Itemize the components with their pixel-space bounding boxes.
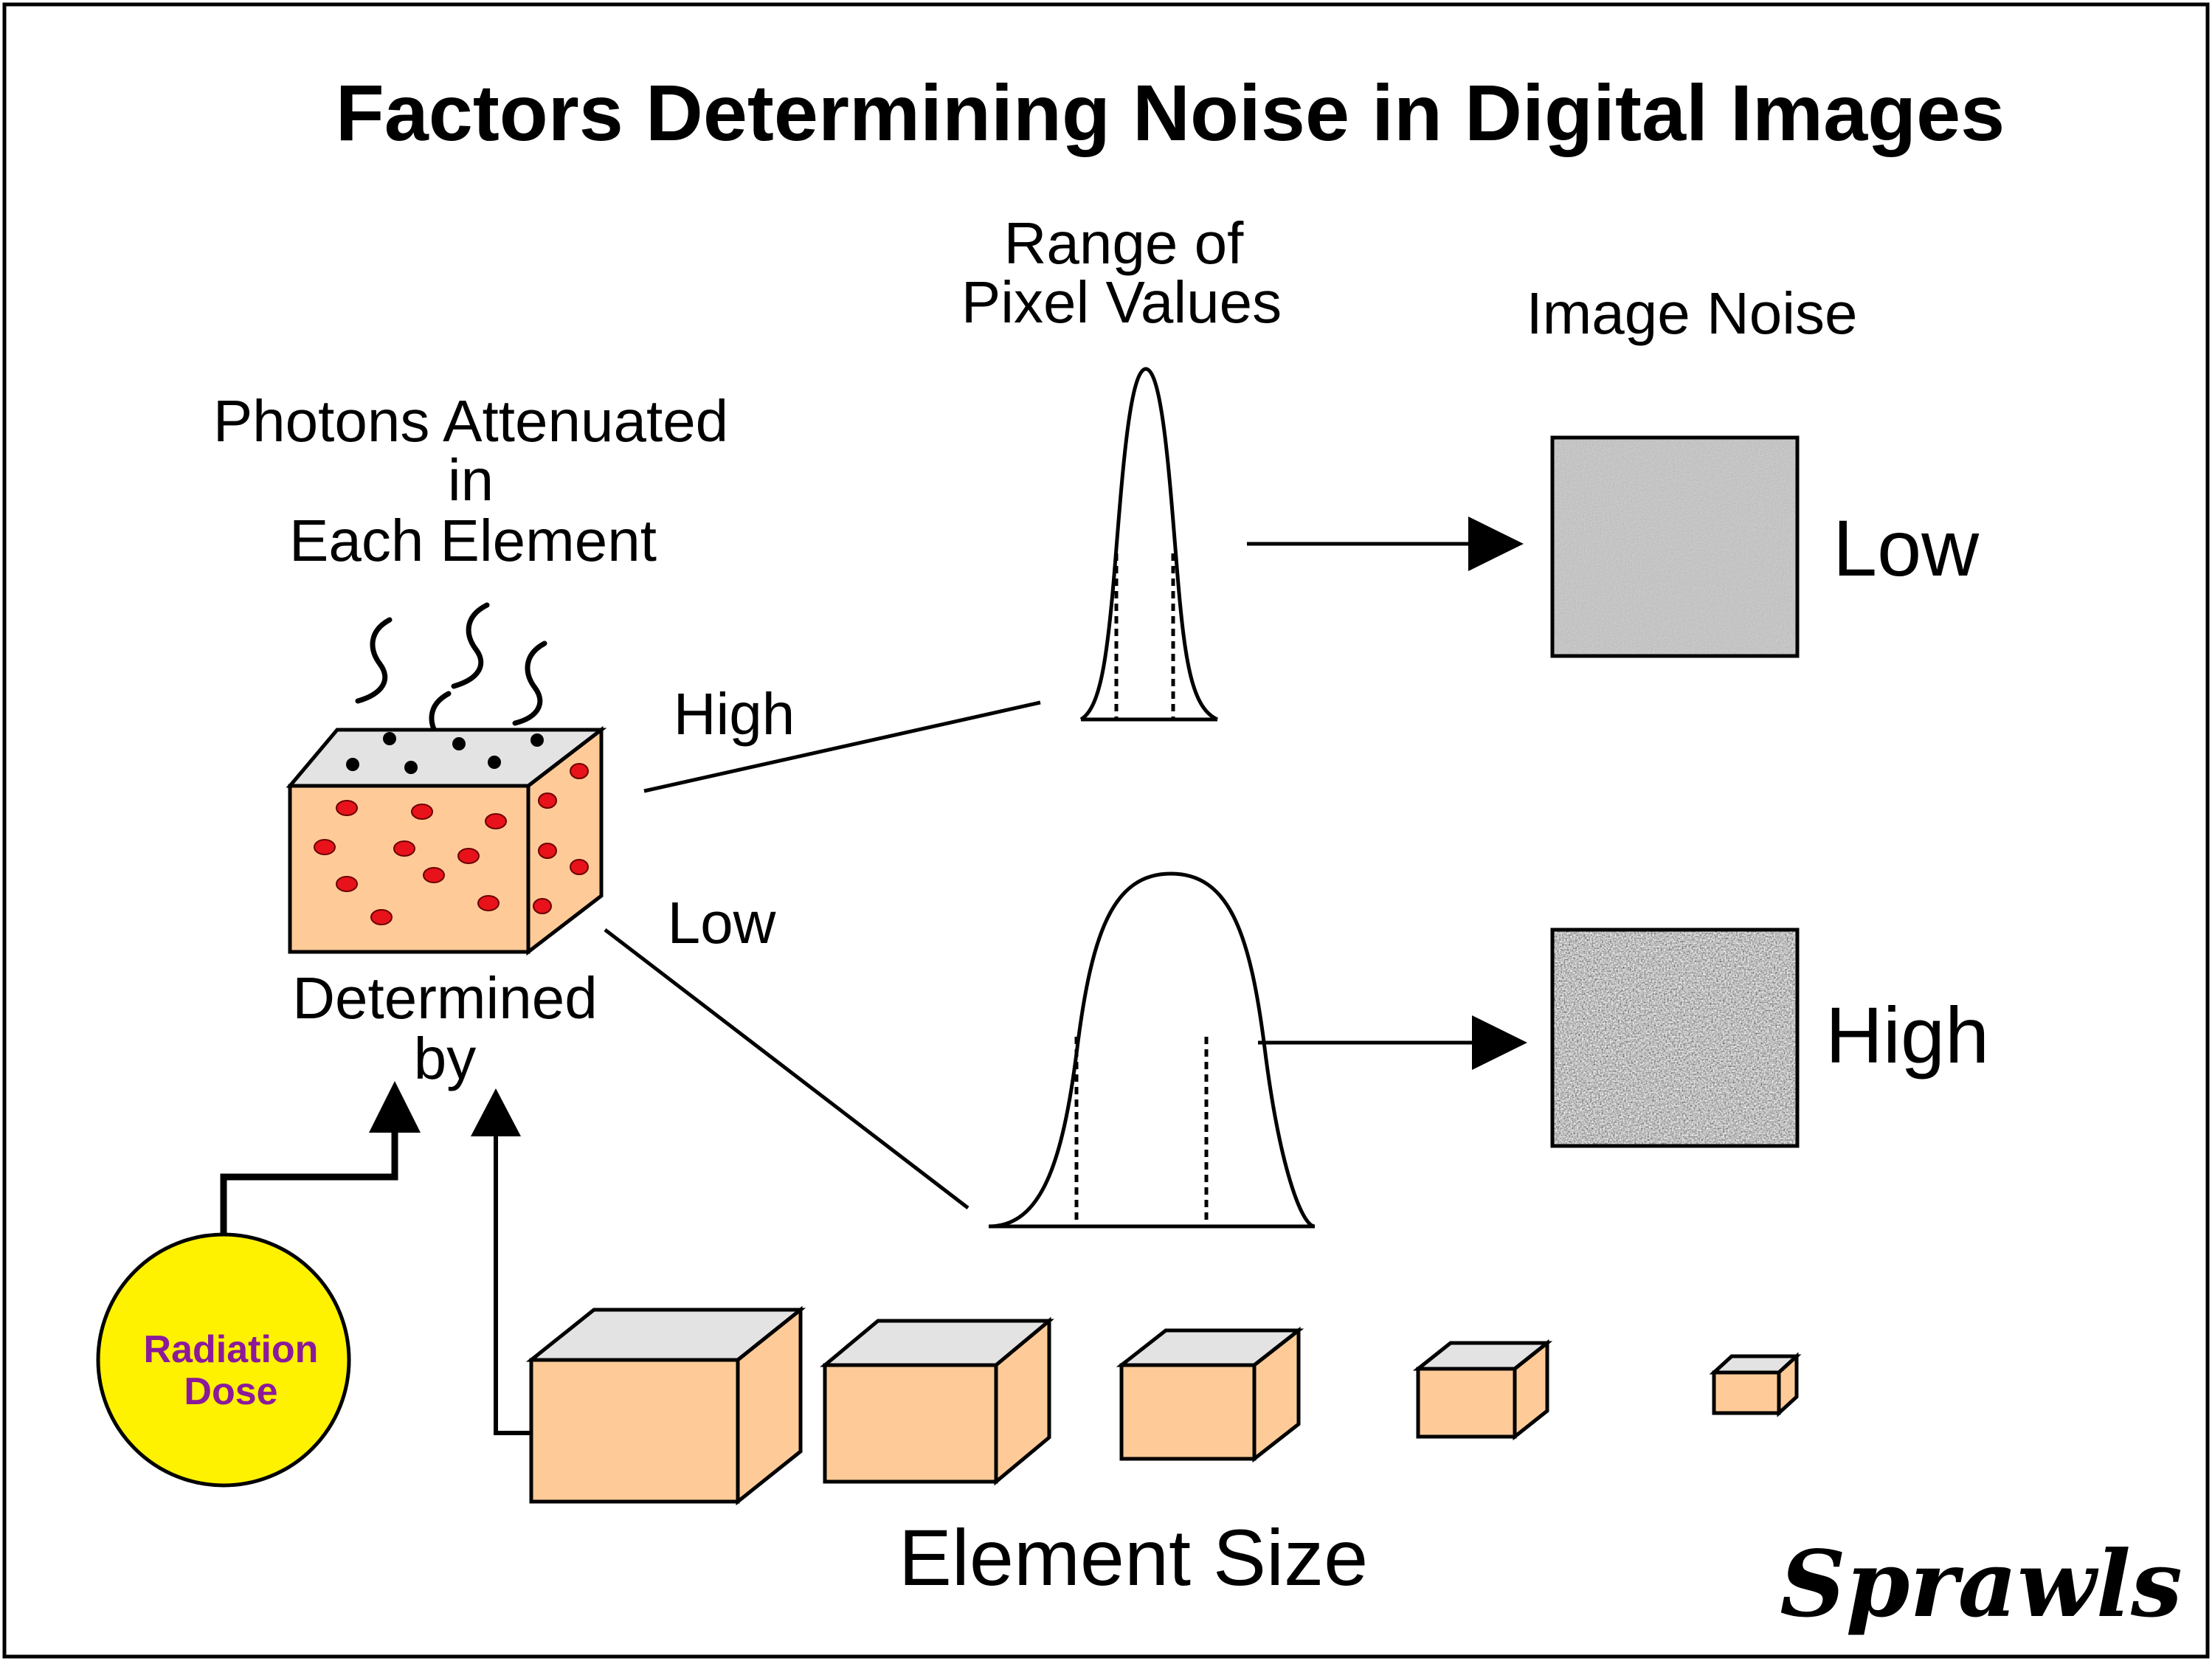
low-noise-arrow xyxy=(1247,517,1524,571)
photon-element-cube xyxy=(286,725,607,956)
photon-dot xyxy=(570,859,589,875)
surface-photon-dots xyxy=(346,732,544,774)
photon-path xyxy=(355,617,393,704)
photon-dot xyxy=(393,840,415,857)
high-noise-image xyxy=(1550,928,1800,1148)
range-heading-line2: Pixel Values xyxy=(961,269,1282,335)
low-branch-line xyxy=(604,928,970,1209)
photon-dot xyxy=(530,733,544,747)
element-cube-small xyxy=(1412,1339,1553,1441)
cube-side-face xyxy=(736,1305,803,1506)
photon-dot xyxy=(370,909,393,925)
photon-dot xyxy=(452,737,466,750)
wide-bell-curve xyxy=(988,871,1316,1229)
cube-front-face xyxy=(823,1363,998,1484)
determined-by-line2: by xyxy=(414,1026,477,1091)
radiation-dose-label-line2: Dose xyxy=(184,1370,277,1413)
image-noise-heading: Image Noise xyxy=(1526,280,1857,346)
high-branch-line xyxy=(643,700,1041,793)
element-cube-medium xyxy=(1116,1326,1304,1463)
high-noise-texture xyxy=(1552,930,1797,1146)
element-size-cubes xyxy=(525,1305,1802,1506)
author-signature: Sprawls xyxy=(1780,1531,2182,1638)
connector-line xyxy=(494,1135,531,1435)
cube-side-face xyxy=(1513,1339,1549,1441)
photon-dot xyxy=(488,756,501,769)
high-noise-border xyxy=(1550,928,1800,1148)
photon-dot xyxy=(336,876,358,892)
range-heading-line1: Range of xyxy=(1004,210,1244,276)
cube-side-face xyxy=(1777,1352,1799,1417)
photon-dot xyxy=(383,732,396,745)
element-cube-xsmall xyxy=(1709,1352,1802,1417)
narrow-bell-curve xyxy=(1079,367,1219,722)
determined-by-line1: Determined xyxy=(292,965,598,1031)
wide-pixel-distribution xyxy=(988,871,1316,1229)
photon-dot xyxy=(533,898,552,914)
connector-line xyxy=(220,1129,398,1234)
connector-arrowhead xyxy=(471,1088,521,1136)
photon-dot xyxy=(538,792,557,809)
element-cube-xlarge xyxy=(525,1305,806,1506)
cube-front-face xyxy=(1712,1370,1781,1415)
photon-dot xyxy=(485,813,507,829)
photon-dot xyxy=(477,895,500,911)
arrow-head xyxy=(1468,517,1524,571)
photon-dot xyxy=(423,867,445,883)
low-noise-image xyxy=(1550,435,1800,658)
high-noise-label: High xyxy=(1825,990,1989,1080)
low-noise-border xyxy=(1550,435,1800,658)
radiation-dose-connector xyxy=(220,1081,421,1234)
photon-dot xyxy=(570,763,589,779)
photon-dot xyxy=(404,761,418,774)
element-size-connector xyxy=(471,1088,531,1435)
photons-heading-line1: Photons Attenuated xyxy=(213,388,728,454)
photon-dot xyxy=(314,839,336,855)
connector-arrowhead xyxy=(369,1081,421,1133)
radiation-dose-circle: Radiation Dose xyxy=(96,1232,351,1488)
arrow-head xyxy=(1472,1015,1527,1070)
radiation-dose-disc xyxy=(96,1232,351,1488)
low-noise-label: Low xyxy=(1833,503,1980,593)
radiation-dose-label-line1: Radiation xyxy=(144,1328,319,1371)
low-branch-label: Low xyxy=(668,890,776,956)
cube-front-face xyxy=(1416,1367,1517,1439)
photon-dot xyxy=(538,843,557,859)
cube-side-face xyxy=(1252,1326,1301,1463)
high-branch-label: High xyxy=(674,681,795,747)
attenuated-photon-dots xyxy=(314,763,589,925)
photons-heading-line3: Each Element xyxy=(289,508,657,573)
diagram-title: Factors Determining Noise in Digital Ima… xyxy=(336,68,2005,157)
cube-side-face xyxy=(526,725,604,956)
cube-front-face xyxy=(288,784,530,954)
low-noise-texture xyxy=(1552,438,1797,656)
photon-path xyxy=(512,640,547,726)
photon-dot xyxy=(457,848,480,864)
photons-heading-line2: in xyxy=(448,447,494,513)
photon-path xyxy=(451,602,490,689)
photon-dot xyxy=(346,758,359,771)
photon-dot xyxy=(411,804,433,820)
cube-front-face xyxy=(1119,1363,1257,1461)
element-size-label: Element Size xyxy=(899,1513,1368,1602)
cube-side-face xyxy=(994,1316,1051,1486)
cube-front-face xyxy=(529,1358,740,1504)
photon-dot xyxy=(336,800,358,816)
high-noise-arrow xyxy=(1258,1015,1527,1070)
element-cube-large xyxy=(820,1316,1054,1486)
narrow-pixel-distribution xyxy=(1079,367,1219,722)
